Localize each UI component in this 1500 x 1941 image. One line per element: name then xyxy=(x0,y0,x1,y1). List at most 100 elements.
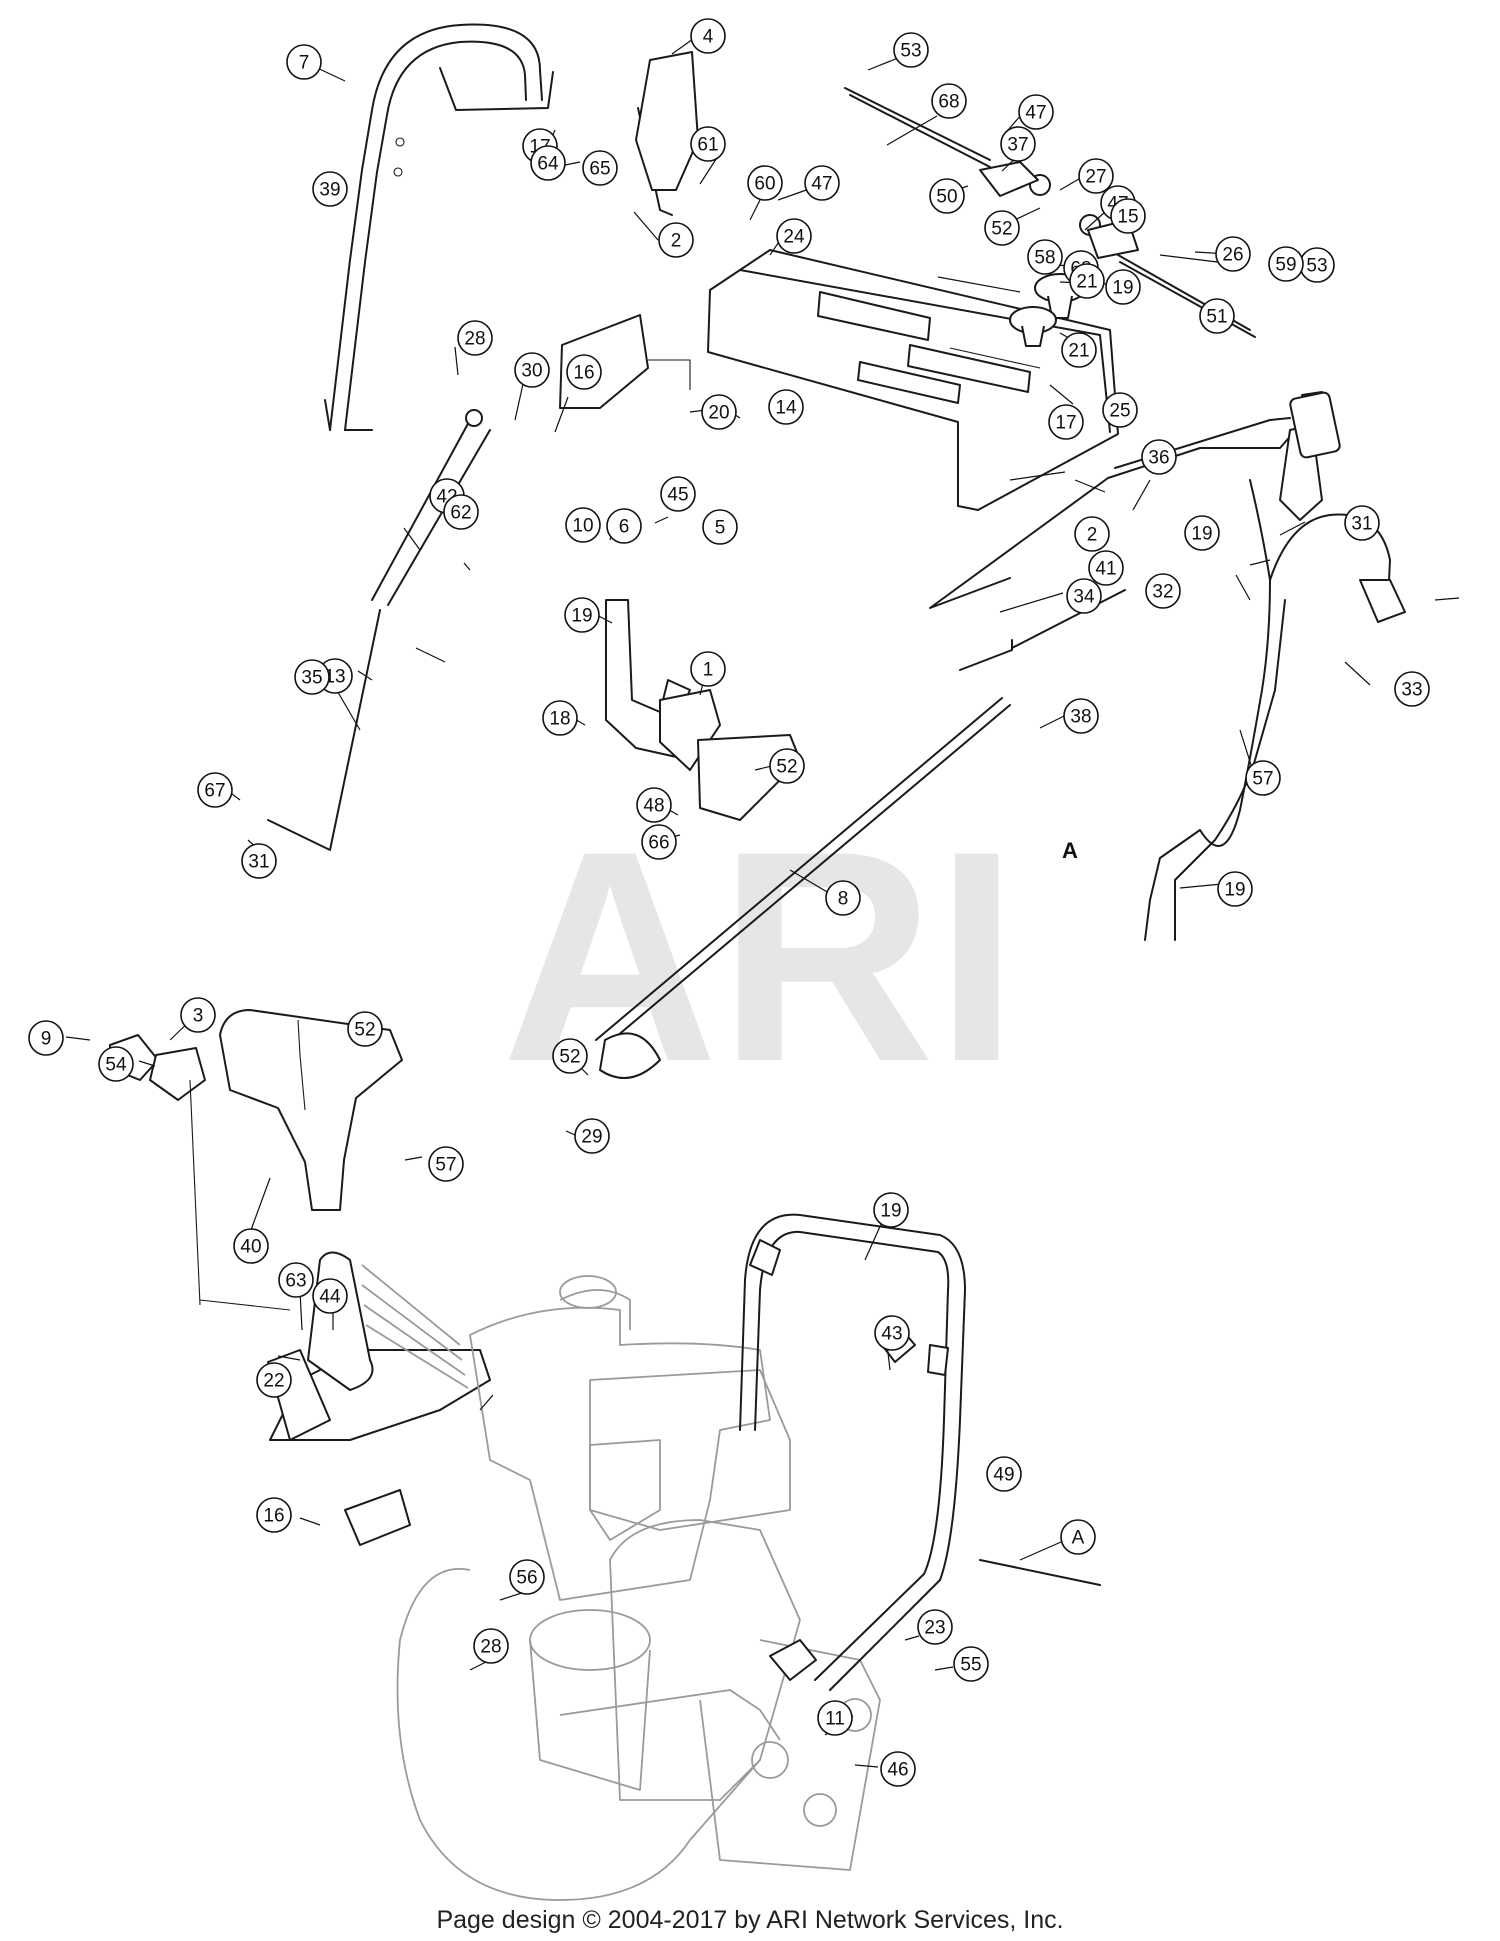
callout-36: 36 xyxy=(1141,439,1177,475)
callout-number: 50 xyxy=(936,187,957,208)
callout-11: 11 xyxy=(817,1700,853,1736)
callout-10: 10 xyxy=(565,507,601,543)
callout-number: 40 xyxy=(240,1237,261,1258)
callout-52: 52 xyxy=(984,210,1020,246)
callout-number: 60 xyxy=(754,174,775,195)
callout-61: 61 xyxy=(690,126,726,162)
callout-number: 19 xyxy=(571,606,592,627)
callout-number: 52 xyxy=(776,757,797,778)
callout-47: 47 xyxy=(1018,94,1054,130)
callout-number: 59 xyxy=(1275,255,1296,276)
callout-number: 20 xyxy=(708,403,729,424)
callout-47: 47 xyxy=(804,165,840,201)
callout-number: 25 xyxy=(1109,401,1130,422)
callout-number: 52 xyxy=(354,1020,375,1041)
callout-43: 43 xyxy=(874,1315,910,1351)
callout-number: 48 xyxy=(643,796,664,817)
callout-number: 2 xyxy=(1087,525,1098,546)
callout-number: 66 xyxy=(648,833,669,854)
callout-number: 19 xyxy=(1191,524,1212,545)
chute-assembly xyxy=(109,1009,491,1546)
callout-number: 47 xyxy=(811,174,832,195)
callout-62: 62 xyxy=(443,494,479,530)
callout-number: 16 xyxy=(573,363,594,384)
callout-33: 33 xyxy=(1394,671,1430,707)
callout-68: 68 xyxy=(931,83,967,119)
callout-14: 14 xyxy=(768,389,804,425)
callout-number: 21 xyxy=(1068,341,1089,362)
callout-number: 32 xyxy=(1152,582,1173,603)
callout-49: 49 xyxy=(986,1456,1022,1492)
callout-number: 55 xyxy=(960,1655,981,1676)
callout-number: 61 xyxy=(697,135,718,156)
engine-housing xyxy=(396,1275,881,1901)
callout-number: 22 xyxy=(263,1371,284,1392)
callout-46: 46 xyxy=(880,1751,916,1787)
callout-65: 65 xyxy=(582,150,618,186)
callout-60: 60 xyxy=(747,165,783,201)
callout-28: 28 xyxy=(457,320,493,356)
callout-number: 10 xyxy=(572,516,593,537)
callout-number: 18 xyxy=(549,709,570,730)
callout-number: 15 xyxy=(1117,207,1138,228)
callout-25: 25 xyxy=(1102,392,1138,428)
callout-number: 44 xyxy=(319,1287,341,1308)
callout-31: 31 xyxy=(241,843,277,879)
callout-20: 20 xyxy=(701,394,737,430)
callout-51: 51 xyxy=(1199,298,1235,334)
callout-number: 56 xyxy=(516,1568,537,1589)
callout-number: 57 xyxy=(435,1155,456,1176)
callout-number: 19 xyxy=(1112,278,1133,299)
upper-handle-left xyxy=(324,23,554,431)
callout-3: 3 xyxy=(180,997,216,1033)
callout-53: 53 xyxy=(1299,247,1335,283)
callout-number: 63 xyxy=(285,1271,306,1292)
callout-35: 35 xyxy=(294,659,330,695)
callout-number: 51 xyxy=(1206,307,1227,328)
callout-number: 17 xyxy=(1055,413,1076,434)
callout-number: A xyxy=(1072,1528,1085,1549)
callout-number: 53 xyxy=(900,41,921,62)
callout-56: 56 xyxy=(509,1559,545,1595)
callout-number: 68 xyxy=(938,92,959,113)
callout-number: 19 xyxy=(880,1201,901,1222)
callout-number: 6 xyxy=(619,517,630,538)
callout-5: 5 xyxy=(702,509,738,545)
callout-number: 34 xyxy=(1073,587,1095,608)
callout-number: 24 xyxy=(783,227,805,248)
callout-9: 9 xyxy=(28,1020,64,1056)
upper-handle-right-and-lower xyxy=(1144,391,1406,941)
callout-24: 24 xyxy=(776,218,812,254)
callout-number: 26 xyxy=(1222,245,1243,266)
callout-number: 8 xyxy=(838,889,849,910)
callout-23: 23 xyxy=(917,1609,953,1645)
callout-A: A xyxy=(1060,1519,1096,1555)
callout-21: 21 xyxy=(1061,332,1097,368)
callout-number: 57 xyxy=(1252,769,1273,790)
callout-17: 17 xyxy=(1048,404,1084,440)
callout-number: 28 xyxy=(480,1637,501,1658)
callout-37: 37 xyxy=(1000,126,1036,162)
callout-number: 14 xyxy=(775,398,797,419)
callout-19: 19 xyxy=(1217,871,1253,907)
callout-number: 36 xyxy=(1148,448,1169,469)
callout-number: 2 xyxy=(671,231,682,252)
callout-number: 4 xyxy=(703,27,714,48)
callout-34: 34 xyxy=(1066,578,1102,614)
callout-16: 16 xyxy=(566,354,602,390)
callout-number: 53 xyxy=(1306,256,1327,277)
callout-22: 22 xyxy=(256,1362,292,1398)
callout-57: 57 xyxy=(1245,760,1281,796)
callout-number: 52 xyxy=(559,1047,580,1068)
callout-number: 47 xyxy=(1025,103,1046,124)
callout-2: 2 xyxy=(658,222,694,258)
callout-67: 67 xyxy=(197,772,233,808)
callout-number: 37 xyxy=(1007,135,1028,156)
callout-number: 28 xyxy=(464,329,485,350)
callout-41: 41 xyxy=(1088,550,1124,586)
callout-18: 18 xyxy=(542,700,578,736)
shift-rods xyxy=(844,87,1256,338)
callout-64: 64 xyxy=(530,145,566,181)
callout-19: 19 xyxy=(873,1192,909,1228)
callout-48: 48 xyxy=(636,787,672,823)
